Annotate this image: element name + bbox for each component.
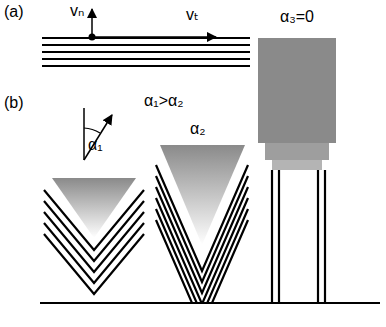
column-step	[272, 160, 322, 170]
grain-tip	[52, 178, 136, 238]
angle-relation: α₁>α₂	[144, 92, 183, 110]
grain-line	[44, 234, 144, 294]
angle-arc	[84, 128, 100, 133]
angle-arrow	[84, 115, 112, 160]
substrate	[40, 302, 380, 304]
angle-label: α₁	[88, 136, 103, 154]
column-step	[265, 143, 329, 160]
vn-arrow	[91, 9, 93, 37]
angle-label: α₃=0	[280, 8, 314, 26]
panel-label: (a)	[4, 3, 24, 21]
columnar-grain	[272, 170, 325, 303]
grain-tip	[160, 145, 245, 245]
point	[89, 34, 96, 41]
layer-lines	[42, 38, 250, 66]
normal-line	[83, 108, 85, 160]
angle-label: α₂	[190, 120, 205, 138]
panel-label: (b)	[4, 94, 24, 112]
velocity-label: vₜ	[186, 6, 199, 24]
vt-arrow	[92, 36, 216, 38]
velocity-label: vₙ	[70, 2, 84, 20]
column-cap	[258, 38, 336, 143]
